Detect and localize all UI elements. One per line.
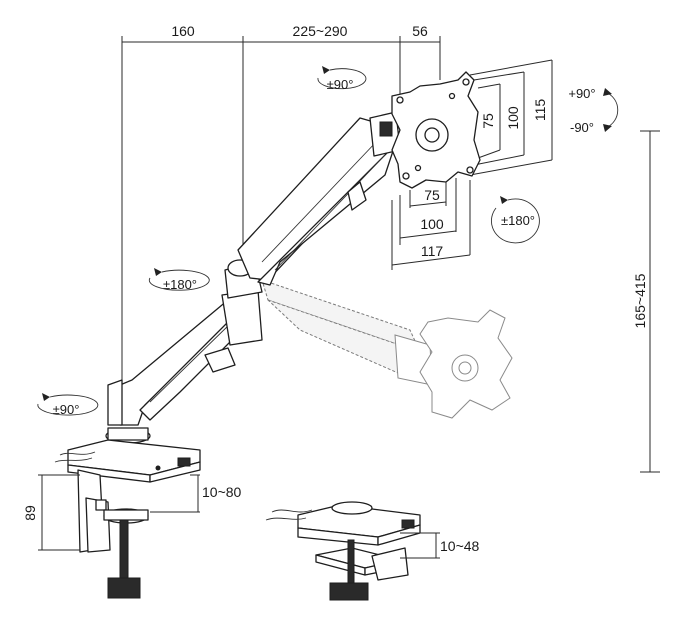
rot-screen-rotate: ±180°: [501, 213, 535, 228]
dim-reach-1: 160: [171, 23, 195, 39]
rot-base-swivel: ±90°: [53, 402, 80, 417]
rot-tilt-up: +90°: [568, 86, 595, 101]
main-arm: [119, 111, 401, 426]
rot-elbow-swivel: ±180°: [163, 277, 197, 292]
dim-vesa-h-small: 75: [480, 113, 496, 129]
vesa-plate: [391, 71, 481, 189]
vesa-dimension-lines: [391, 59, 553, 270]
dim-height-range: 165~415: [632, 273, 648, 328]
dim-vesa-h-mid: 100: [505, 106, 521, 130]
dim-vesa-w-mid: 100: [420, 216, 444, 232]
rotation-arrows: [37, 66, 619, 416]
dim-vesa-w-small: 75: [424, 187, 440, 203]
height-dimension-lines: [38, 130, 660, 559]
rot-head-swivel: ±90°: [327, 77, 354, 92]
ghost-arm: [261, 279, 513, 419]
top-dimension-lines: [121, 36, 441, 385]
dim-offset: 56: [412, 23, 428, 39]
rot-tilt-down: -90°: [570, 120, 594, 135]
dim-clamp-range: 10~80: [202, 484, 242, 500]
grommet-mount: [265, 501, 421, 601]
desk-clamp-left: [54, 379, 201, 599]
dim-base-height: 89: [22, 505, 38, 521]
dim-vesa-h-max: 115: [532, 99, 548, 122]
dim-reach-2: 225~290: [293, 23, 348, 39]
dim-grommet-range: 10~48: [440, 538, 480, 554]
dim-vesa-w-max: 117: [421, 243, 444, 259]
